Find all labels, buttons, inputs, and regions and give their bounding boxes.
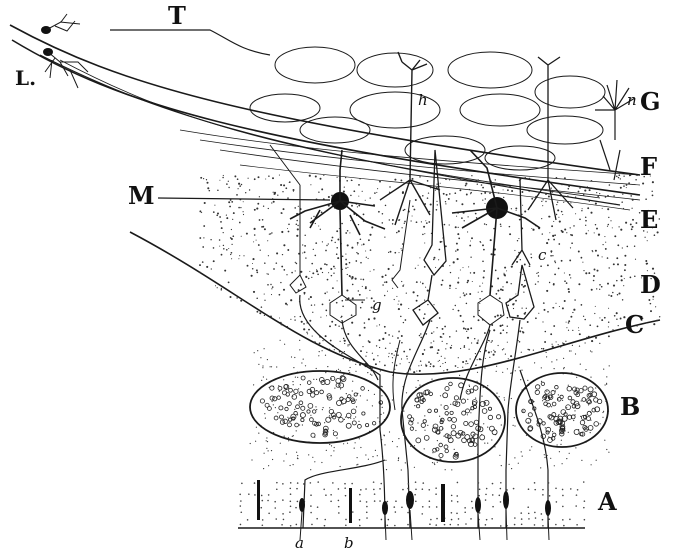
- label-l: L.: [15, 66, 36, 90]
- label-b: B: [620, 392, 640, 421]
- label-h: h: [418, 91, 428, 109]
- leader-m: [158, 198, 330, 200]
- label-c-small: c: [538, 246, 547, 264]
- label-b-small: b: [344, 534, 354, 552]
- label-g-small: g: [372, 296, 382, 314]
- epithelium-layer-a: [238, 480, 585, 540]
- label-e: E: [640, 205, 658, 234]
- tufted-cells: [392, 57, 573, 410]
- glomeruli: [250, 371, 608, 462]
- label-a-small: a: [295, 534, 304, 552]
- label-d: D: [640, 270, 661, 299]
- label-m: M: [128, 181, 155, 210]
- label-n: n: [627, 91, 637, 109]
- nerve-fibers: [300, 295, 548, 528]
- label-t: T: [168, 1, 186, 30]
- label-c: C: [625, 310, 644, 339]
- label-a: A: [597, 487, 617, 516]
- tufted-cell-h: [380, 52, 440, 225]
- mitral-cell-left: [270, 145, 385, 323]
- label-f: F: [640, 152, 657, 181]
- label-g: G: [640, 87, 661, 116]
